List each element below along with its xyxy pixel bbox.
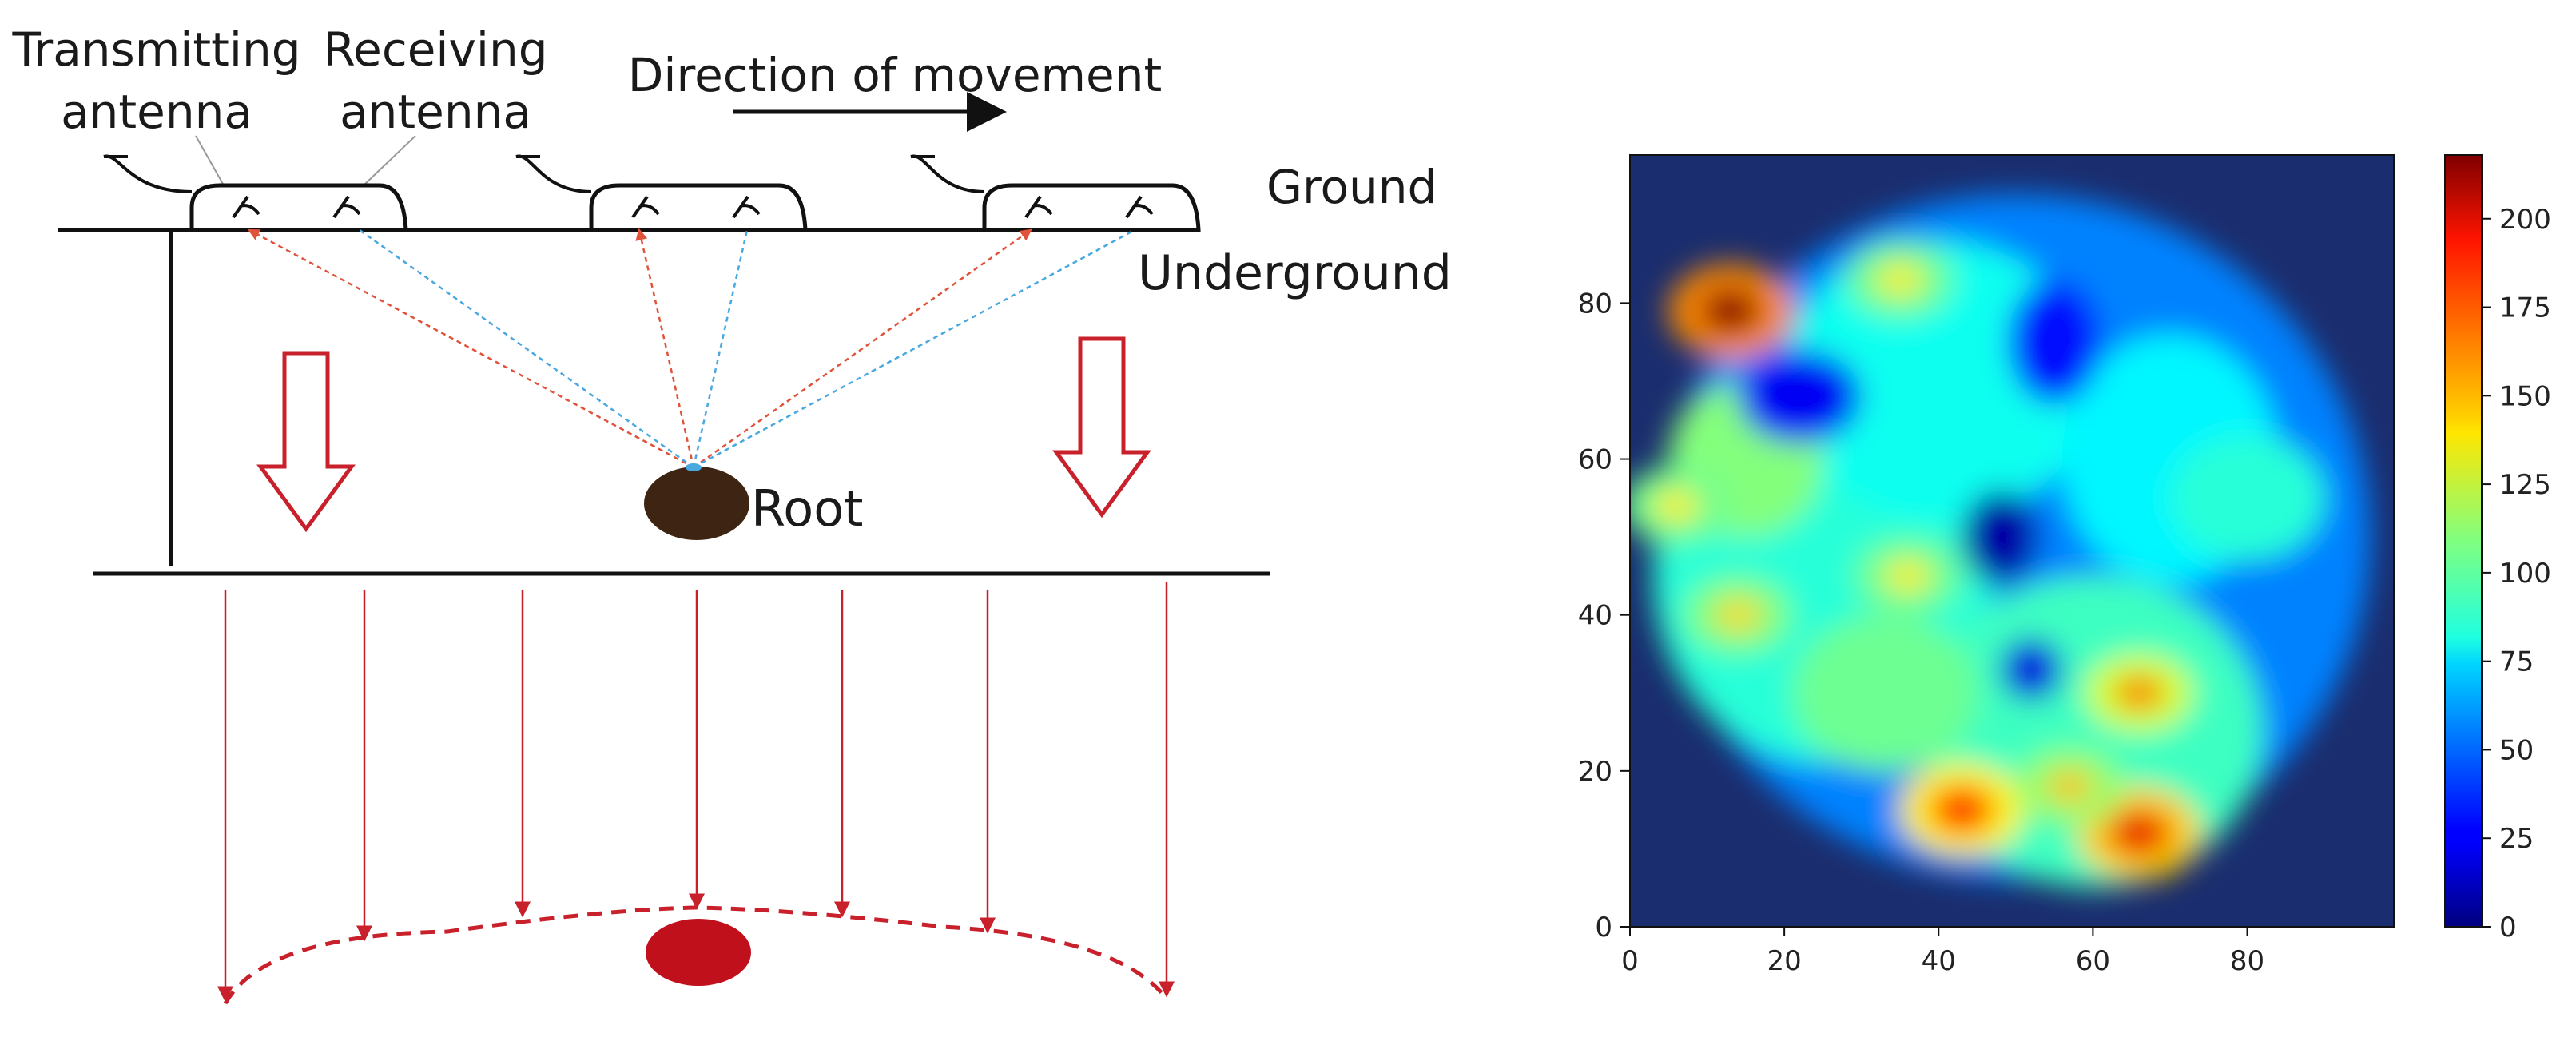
antenna-unit-1 (103, 154, 408, 232)
heatmap-field (1630, 193, 2371, 888)
y-tick-label: 0 (1595, 912, 1612, 944)
heat-low-region (1738, 349, 1862, 444)
heat-region (2169, 435, 2325, 561)
heat-hotspot (1877, 264, 1923, 296)
x-tick-label: 60 (2076, 945, 2110, 977)
ray-receive-1 (359, 228, 694, 469)
colorbar-axis: 0 25 50 75 100 125 150 175 200 (2482, 204, 2551, 944)
receiving-antenna-icon (332, 195, 361, 219)
leader-line-receiving (363, 135, 416, 186)
heat-hotspot (1884, 560, 1931, 592)
root-object (644, 467, 749, 540)
colorbar-tick-label: 100 (2499, 558, 2551, 590)
projection-arrows (217, 582, 1175, 1003)
label-transmitting-line1: Transmitting (11, 22, 300, 77)
hollow-down-arrow-left (256, 351, 356, 533)
label-ground: Ground (1266, 160, 1437, 214)
transmitting-antenna-icon (232, 195, 260, 219)
heatmap-frame (1629, 154, 2395, 928)
gpr-diagram: Transmitting antenna Receiving antenna D… (11, 22, 1452, 1005)
colorbar-tick-label: 75 (2499, 646, 2534, 678)
heat-hotspot (1930, 786, 1993, 833)
label-underground: Underground (1138, 245, 1452, 301)
heat-low-region (2008, 280, 2101, 405)
y-tick-label: 40 (1578, 600, 1612, 632)
heat-hotspot (2116, 677, 2163, 709)
label-direction-of-movement: Direction of movement (628, 48, 1162, 102)
x-tick-label: 80 (2230, 945, 2264, 977)
target-object (646, 919, 751, 986)
label-receiving-line2: antenna (340, 85, 531, 139)
label-root: Root (751, 479, 863, 538)
x-tick-label: 40 (1922, 945, 1956, 977)
ray-receive-2 (692, 229, 749, 468)
heat-hotspot (2108, 809, 2170, 857)
heat-low-region (2000, 638, 2062, 701)
leader-line-transmitting (195, 135, 225, 186)
ray-transmit-2 (635, 228, 695, 468)
colorbar-tick-label: 25 (2499, 823, 2534, 855)
label-transmitting-line2: antenna (61, 85, 252, 139)
colorbar-tick-label: 50 (2499, 734, 2534, 766)
ray-receive-3 (693, 228, 1135, 469)
transmitting-antenna-icon (631, 195, 660, 219)
x-axis: 0 20 40 60 80 (1621, 927, 2264, 977)
hollow-down-arrow-right (1052, 336, 1151, 519)
colorbar-tick-label: 0 (2499, 912, 2517, 944)
receiving-antenna-icon (1125, 195, 1154, 219)
colorbar-tick-label: 175 (2499, 292, 2551, 324)
y-tick-label: 60 (1578, 444, 1612, 476)
ray-paths (247, 228, 1135, 469)
colorbar-tick-label: 200 (2499, 204, 2551, 236)
heat-low-region (1962, 490, 2039, 584)
colorbar (2444, 154, 2483, 928)
ray-transmit-3 (693, 228, 1033, 469)
y-tick-label: 80 (1578, 288, 1612, 320)
x-tick-label: 20 (1767, 945, 1801, 977)
heat-hotspot (2046, 770, 2093, 802)
heat-hotspot (1652, 490, 1699, 522)
antenna-unit-3 (910, 154, 1201, 232)
colorbar-tick-label: 125 (2499, 469, 2551, 501)
antenna-unit-2 (515, 154, 808, 232)
y-axis: 0 20 40 60 80 (1578, 288, 1630, 944)
transmitting-antenna-icon (1024, 195, 1053, 219)
hyperbola-curve (223, 905, 1168, 1005)
heatmap-chart: 0 20 40 60 80 0 20 40 60 80 0 25 50 75 100 125 150 175 2… (1578, 154, 2551, 977)
receiving-antenna-icon (732, 195, 761, 219)
label-receiving-line1: Receiving (323, 22, 547, 77)
colorbar-tick-label: 150 (2499, 380, 2551, 412)
heat-hotspot (1699, 287, 1762, 335)
x-tick-label: 0 (1621, 945, 1639, 977)
y-tick-label: 20 (1578, 756, 1612, 788)
heat-hotspot (1715, 599, 1762, 631)
reflection-point (686, 463, 702, 471)
heat-region (1791, 614, 1978, 771)
